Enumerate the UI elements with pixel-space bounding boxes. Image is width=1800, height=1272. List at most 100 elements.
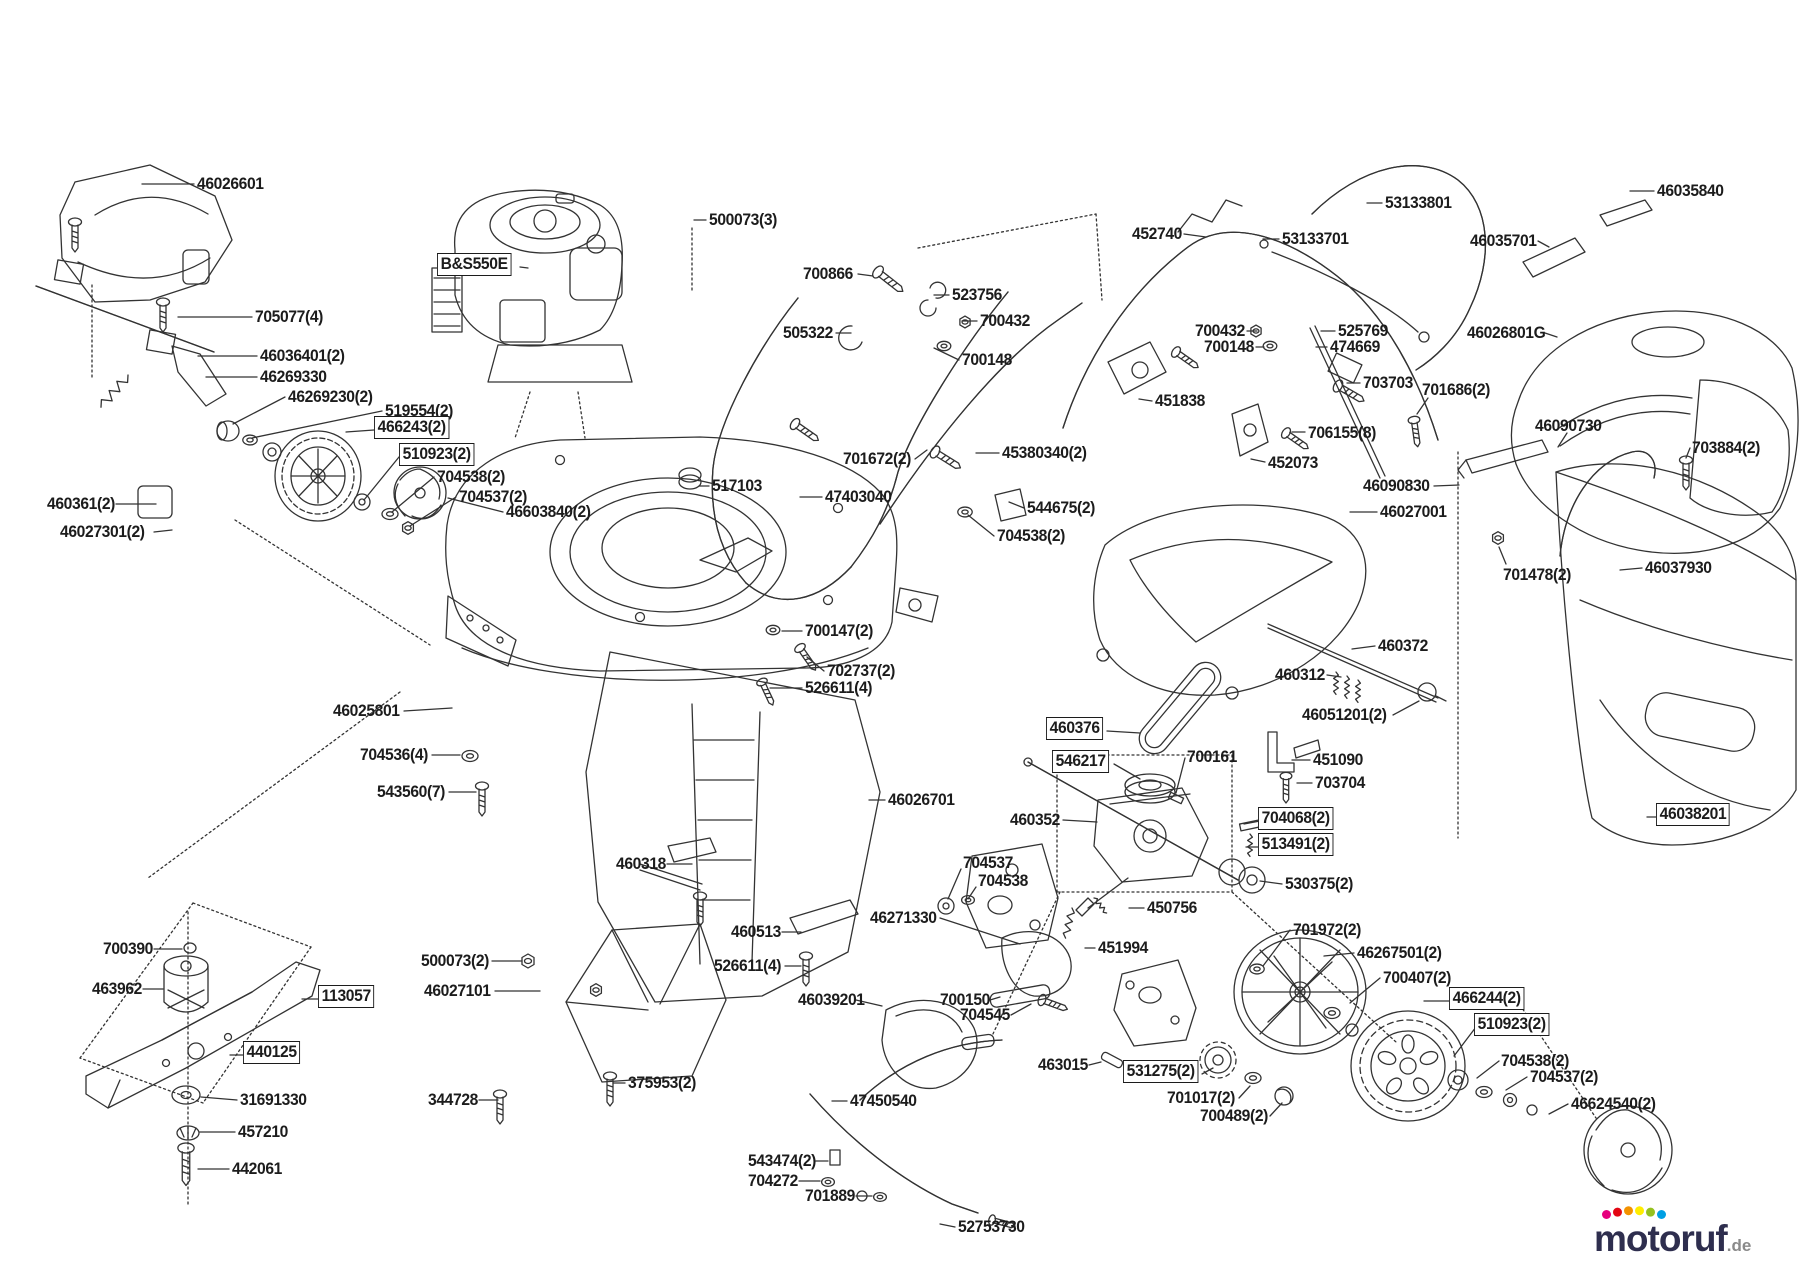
part-label-463015-102: 463015 [1038,1055,1088,1074]
construction-lines [80,214,1596,1205]
part-label-7027372-37: 702737(2) [827,661,895,680]
part-label-5435607-15: 543560(7) [377,782,445,801]
part-label-5266114-42: 526611(4) [714,956,782,975]
logo-dot-1 [1613,1207,1622,1217]
logo-dot-5 [1657,1210,1666,1219]
part-label-460318-40: 460318 [616,854,666,873]
part-label-460273012-12: 46027301(2) [60,522,145,541]
part-label-452740-53: 452740 [1132,224,1182,243]
part-label-703703-61: 703703 [1363,373,1413,392]
part-label-7045382-8: 704538(2) [437,467,505,486]
logo-tld: .de [1726,1236,1752,1255]
part-label-701889-51: 701889 [805,1186,855,1205]
part-label-7040682-81: 704068(2) [1258,807,1334,830]
part-label-440125-19: 440125 [243,1041,301,1064]
part-label-5134912-82: 513491(2) [1258,833,1334,856]
rear-housing [461,624,1071,1125]
part-label-52753730-52: 52753730 [958,1217,1025,1236]
part-label-463962-17: 463962 [92,979,142,998]
part-label-5109232-7: 510923(2) [399,443,475,466]
part-label-53133701-55: 53133701 [1282,229,1349,248]
part-label-517103-31: 517103 [712,476,762,495]
part-label-700390-16: 700390 [103,939,153,958]
part-label-462675012-93: 46267501(2) [1357,943,1442,962]
rear-door-assembly [1094,440,1655,703]
part-label-4603612-11: 460361(2) [47,494,115,513]
drive-cable-assembly [810,844,1293,1232]
part-label-7045372-9: 704537(2) [459,487,527,506]
blade-assembly [86,943,320,1187]
part-label-31691330-20: 31691330 [240,1090,307,1109]
part-label-46026801G-67: 46026801G [1467,323,1546,342]
part-label-460364012-2: 46036401(2) [260,346,345,365]
part-label-344728-45: 344728 [428,1090,478,1109]
part-label-457210-21: 457210 [238,1122,288,1141]
part-label-466245402-99: 46624540(2) [1571,1094,1656,1113]
part-label-700150-100: 700150 [940,990,990,1009]
part-label-700161-80: 700161 [1187,747,1237,766]
part-label-47403040-32: 47403040 [825,487,892,506]
part-label-525769-58: 525769 [1338,321,1388,340]
part-label-113057-18: 113057 [318,985,375,1008]
part-label-704538-88: 704538 [978,871,1028,890]
part-label-704272-50: 704272 [748,1171,798,1190]
logo-dot-4 [1646,1207,1655,1217]
part-label-700148-28: 700148 [962,350,1012,369]
rear-wheel-assembly [1234,930,1672,1194]
part-label-7045382-35: 704538(2) [997,526,1065,545]
front-wheel [275,431,446,535]
logo-wordmark: motoruf [1594,1218,1728,1259]
part-label-703704-85: 703704 [1315,773,1365,792]
part-label-5109232-96: 510923(2) [1474,1013,1550,1036]
part-label-4662442-95: 466244(2) [1449,987,1525,1010]
part-label-523756-26: 523756 [952,285,1002,304]
part-label-46027001-71: 46027001 [1380,502,1447,521]
part-label-700148-57: 700148 [1204,337,1254,356]
part-label-450756-90: 450756 [1147,898,1197,917]
part-label-452073-64: 452073 [1268,453,1318,472]
logo-dot-0 [1602,1210,1611,1219]
part-label-5303752-83: 530375(2) [1285,874,1353,893]
part-label-7045382-97: 704538(2) [1501,1051,1569,1070]
upper-handlebar [1063,166,1485,478]
part-label-7019722-92: 701972(2) [1293,920,1361,939]
part-label-5266114-38: 526611(4) [805,678,873,697]
logo-color-dots [1594,1206,1800,1220]
part-label-46037930-73: 46037930 [1645,558,1712,577]
part-label-7010172-104: 701017(2) [1167,1088,1235,1107]
part-label-7038842-69: 703884(2) [1692,438,1760,457]
part-label-505322-29: 505322 [783,323,833,342]
part-label-442061-22: 442061 [232,1159,282,1178]
part-label-453803402-33: 45380340(2) [1002,443,1087,462]
part-label-7016862-62: 701686(2) [1422,380,1490,399]
part-label-46025801-13: 46025801 [333,701,400,720]
part-label-7061558-63: 706155(8) [1308,423,1376,442]
part-label-700432-56: 700432 [1195,321,1245,340]
motoruf-logo[interactable]: motoruf.de [1594,1206,1800,1257]
part-label-700866-25: 700866 [803,264,853,283]
part-label-7045364-14: 704536(4) [360,745,428,764]
part-label-46026701-39: 46026701 [888,790,955,809]
part-label-5000732-43: 500073(2) [421,951,489,970]
part-label-7014782-72: 701478(2) [1503,565,1571,584]
leader-lines [116,184,1690,1227]
part-label-46271330-89: 46271330 [870,908,937,927]
part-label-5312752-103: 531275(2) [1123,1060,1199,1083]
part-label-46269330-3: 46269330 [260,367,327,386]
part-label-46090830-70: 46090830 [1363,476,1430,495]
part-label-53133801-54: 53133801 [1385,193,1452,212]
part-label-7001472-36: 700147(2) [805,621,873,640]
part-label-7050774-1: 705077(4) [255,307,323,326]
mower-deck [446,437,897,680]
grass-catcher [1556,464,1796,845]
engine-cover [1511,200,1798,553]
part-label-3759532-46: 375953(2) [628,1073,696,1092]
part-label-4662432-6: 466243(2) [374,416,450,439]
part-label-704545-101: 704545 [960,1005,1010,1024]
height-lever-assembly [36,217,281,518]
part-label-7004072-94: 700407(2) [1383,968,1451,987]
part-label-46035840-65: 46035840 [1657,181,1724,200]
part-label-46027101-44: 46027101 [424,981,491,1000]
